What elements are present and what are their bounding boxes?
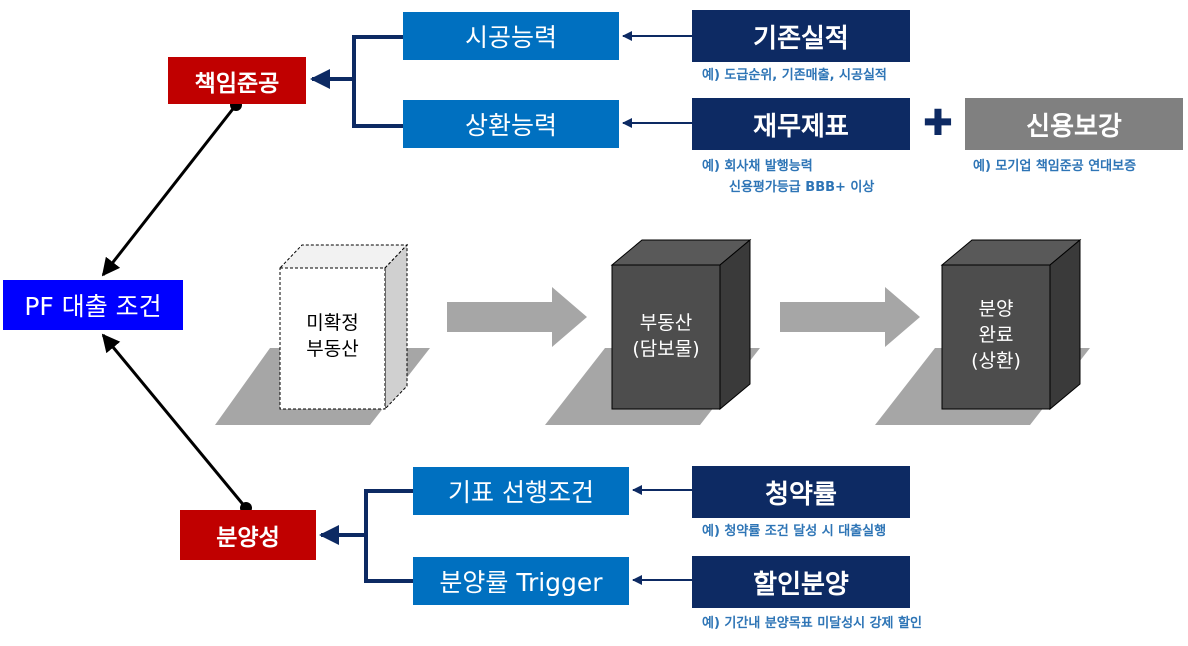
financials-note-line-2: 신용평가등급 BBB+ 이상 <box>729 180 875 195</box>
financials-note-line-1: 예) 회사채 발행능력 <box>702 159 813 174</box>
undetermined-property-line-2: 부동산 <box>306 338 359 360</box>
sale-complete-line-1: 분양 <box>978 298 1014 320</box>
bottom-arrows <box>632 485 692 585</box>
cube-undetermined <box>278 243 409 411</box>
property-collateral-line-1: 부동산 <box>639 312 693 334</box>
bottom-bracket <box>319 489 413 583</box>
saleability-label: 분양성 <box>216 525 280 551</box>
sale-complete-label: 분양 완료 (상환) <box>942 296 1050 374</box>
financials-box: 재무제표 <box>692 98 910 150</box>
bond-precondition-box: 기표 선행조건 <box>413 467 629 515</box>
undetermined-property-line-1: 미확정 <box>306 312 359 334</box>
discount-sale-box: 할인분양 <box>692 556 910 608</box>
construction-capability-box: 시공능력 <box>403 12 619 60</box>
process-arrow <box>780 287 920 347</box>
discount-sale-label: 할인분양 <box>753 569 849 600</box>
sale-rate-trigger-box: 분양률 Trigger <box>413 557 629 605</box>
property-collateral-line-2: (담보물) <box>632 338 700 360</box>
completion-guarantee-label: 책임준공 <box>194 70 280 97</box>
pf-connectors <box>101 104 248 509</box>
sale-complete-line-3: (상환) <box>971 350 1021 372</box>
top-bracket <box>310 35 403 128</box>
plus-icon: ✚ <box>922 103 954 144</box>
process-arrow <box>447 287 587 347</box>
credit-enhancement-note: 예) 모기업 책임준공 연대보증 <box>973 159 1137 174</box>
bond-precondition-label: 기표 선행조건 <box>448 478 594 507</box>
repayment-capability-box: 상환능력 <box>403 100 619 148</box>
property-collateral-label: 부동산 (담보물) <box>612 310 720 362</box>
undetermined-property-label: 미확정 부동산 <box>280 310 385 362</box>
credit-enhancement-box: 신용보강 <box>965 98 1183 150</box>
credit-enhancement-label: 신용보강 <box>1026 111 1122 142</box>
track-record-note: 예) 도급순위, 기존매출, 시공실적 <box>702 68 887 83</box>
discount-sale-note: 예) 기간내 분양목표 미달성시 강제 할인 <box>702 616 922 631</box>
financials-label: 재무제표 <box>753 111 849 142</box>
sale-complete-line-2: 완료 <box>978 324 1014 346</box>
top-arrows <box>622 31 692 128</box>
repayment-capability-label: 상환능력 <box>464 111 557 140</box>
subscription-rate-note: 예) 청약률 조건 달성 시 대출실행 <box>702 524 887 539</box>
cube-collateral <box>610 238 752 411</box>
track-record-label: 기존실적 <box>753 23 849 54</box>
sale-rate-trigger-label: 분양률 Trigger <box>439 568 603 597</box>
track-record-box: 기존실적 <box>692 10 910 62</box>
pf-loan-condition-label: PF 대출 조건 <box>24 292 162 321</box>
cube-sale-complete <box>940 238 1082 411</box>
saleability-box: 분양성 <box>180 510 316 560</box>
subscription-rate-box: 청약률 <box>692 466 910 518</box>
pf-loan-condition-box: PF 대출 조건 <box>3 280 183 330</box>
subscription-rate-label: 청약률 <box>765 479 837 510</box>
completion-guarantee-box: 책임준공 <box>168 57 306 104</box>
construction-capability-label: 시공능력 <box>464 23 557 52</box>
